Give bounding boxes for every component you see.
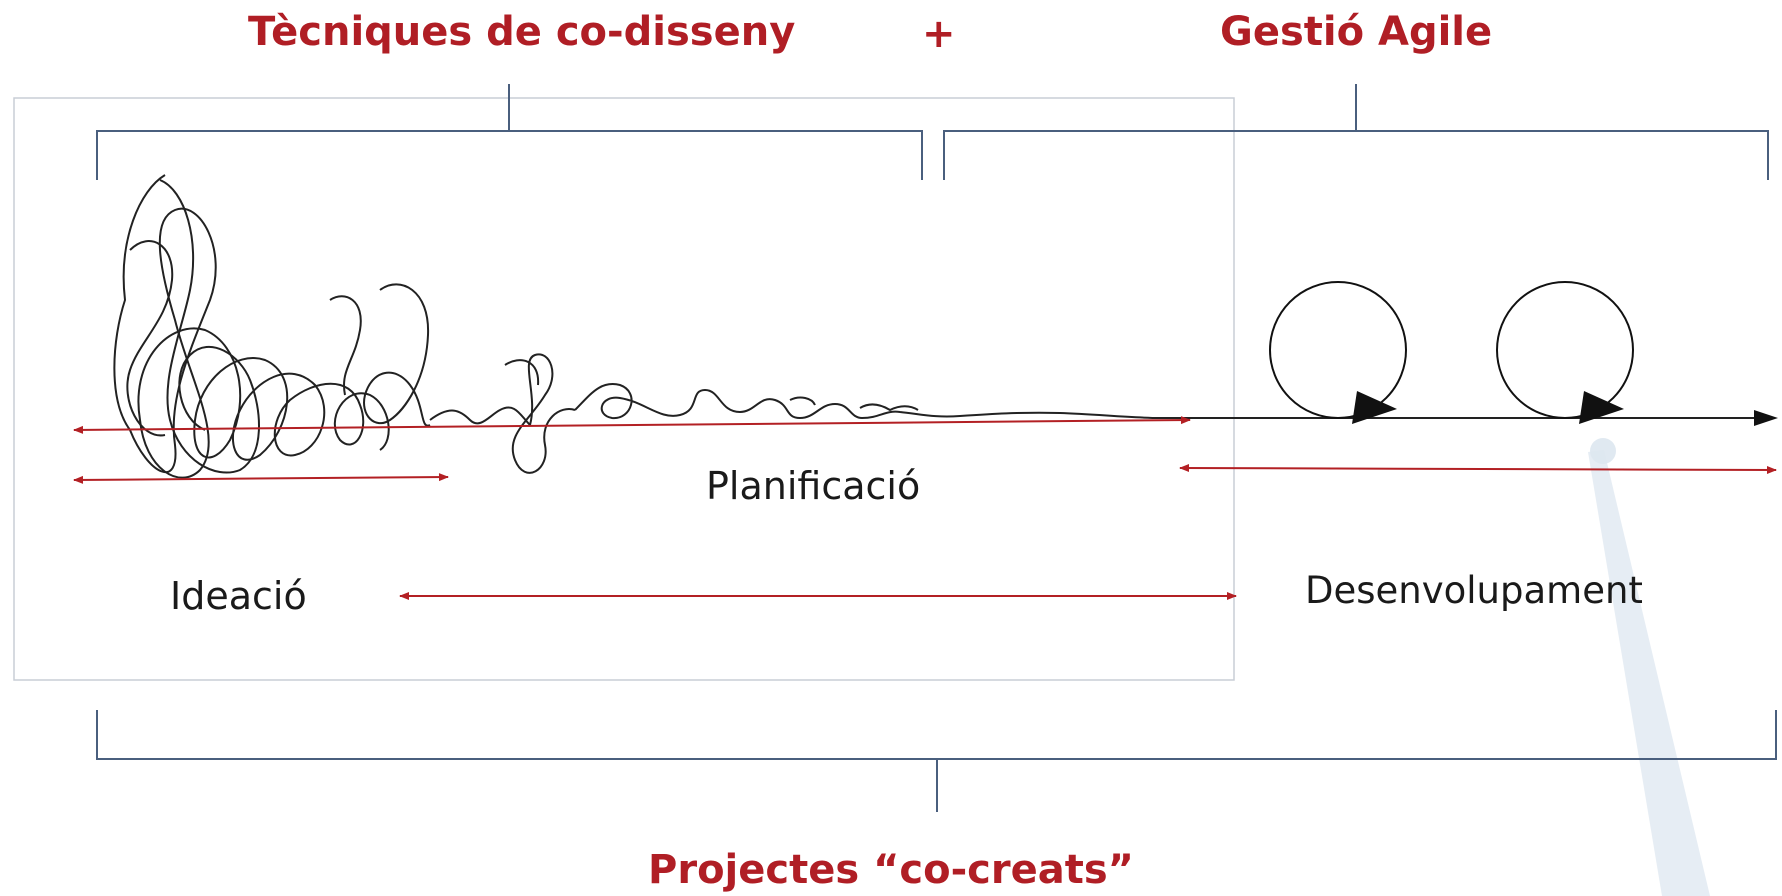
- development-label: Desenvolupament: [1305, 569, 1643, 612]
- ideation-planning-box: [13, 97, 1235, 681]
- ideation-span-arrow: [73, 473, 449, 484]
- cocreats-bracket: [96, 710, 1777, 812]
- cocreats-heading: Projectes “co-creats”: [648, 847, 1134, 893]
- pointer-wand-graphic: [1588, 450, 1710, 896]
- timeline-arrowhead: [1754, 410, 1778, 426]
- ideation-label: Ideació: [170, 574, 307, 618]
- ideation-planning-span-arrow: [73, 416, 1191, 434]
- iteration-loop-1: [1269, 281, 1407, 424]
- ideation-scribble: [113, 174, 1161, 479]
- agile-heading: Gestió Agile: [1220, 9, 1493, 55]
- iteration-loop-2: [1496, 281, 1634, 424]
- planning-label: Planificació: [706, 464, 921, 508]
- agile-bracket: [943, 84, 1769, 180]
- codesign-heading: Tècniques de co-disseny: [248, 9, 796, 55]
- plus-sign: +: [922, 11, 956, 57]
- development-span-arrow: [1179, 464, 1777, 474]
- pointer-wand-tip: [1590, 438, 1616, 464]
- codesign-bracket: [96, 84, 923, 180]
